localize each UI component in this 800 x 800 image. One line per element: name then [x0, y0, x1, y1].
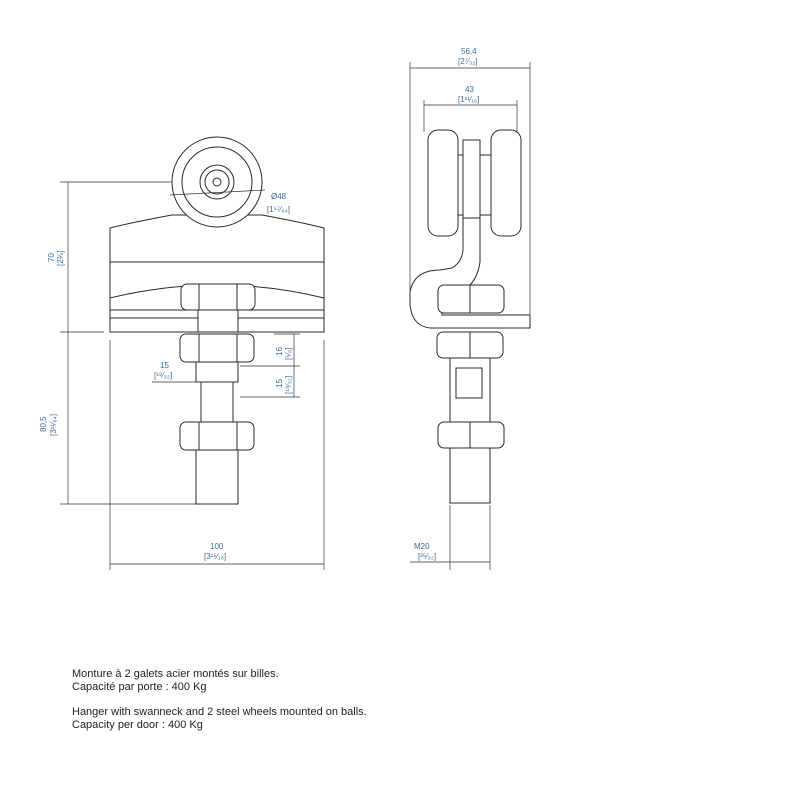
- bottom-nut: [179, 421, 255, 451]
- front-dimensions: [60, 181, 325, 570]
- dim-wheel-spacing-inch: [1¹¹⁄₁₆]: [458, 95, 479, 104]
- side-bottom-nut: [437, 421, 505, 449]
- dim-wheel-diameter: Ø48: [271, 192, 287, 201]
- dim-square-width-inch: [¹⁹⁄₃₂]: [154, 371, 172, 380]
- dim-square-height-inch: [¹⁹⁄₃₂]: [284, 376, 293, 394]
- dim-square-height: 15: [275, 379, 284, 388]
- top-nut: [180, 283, 256, 311]
- description-fr: Monture à 2 galets acier montés sur bill…: [72, 668, 279, 694]
- side-dimensions: [409, 62, 531, 570]
- dim-total-width-inch: [3¹⁵⁄₁₆]: [204, 552, 226, 561]
- wheel: [171, 136, 263, 228]
- dim-height-top-inch: [2¾]: [56, 250, 65, 266]
- dim-height-bottom: 80,5: [39, 416, 48, 432]
- dim-wheel-diameter-inch: [1⁵⁷⁄₆₄]: [267, 205, 290, 214]
- dim-thread: M20: [414, 542, 430, 551]
- description-fr-line1: Monture à 2 galets acier montés sur bill…: [72, 668, 279, 680]
- dim-square-width: 15: [160, 361, 169, 370]
- side-view: [409, 129, 531, 504]
- dim-nut-height-inch: [⁵⁄₈]: [284, 348, 293, 360]
- front-view: [109, 136, 325, 505]
- dim-height-bottom-inch: [3¹¹⁄₆₄]: [49, 414, 58, 436]
- wheel-right: [490, 129, 522, 237]
- description-fr-line2: Capacité par porte : 400 Kg: [72, 681, 207, 693]
- description-en-line1: Hanger with swanneck and 2 steel wheels …: [72, 706, 367, 718]
- dim-nut-height: 16: [275, 347, 284, 356]
- dim-side-width: 56,4: [461, 47, 477, 56]
- dim-thread-inch: [²⁵⁄₃₂]: [418, 552, 436, 561]
- dim-side-width-inch: [2⁷⁄₃₂]: [458, 57, 478, 66]
- wheel-left: [427, 129, 459, 237]
- description-en: Hanger with swanneck and 2 steel wheels …: [72, 706, 367, 732]
- dim-total-width: 100: [210, 542, 224, 551]
- description-en-line2: Capacity per door : 400 Kg: [72, 719, 203, 731]
- dim-wheel-spacing: 43: [465, 85, 474, 94]
- lock-nut: [179, 333, 255, 363]
- dim-height-top: 70: [47, 253, 56, 262]
